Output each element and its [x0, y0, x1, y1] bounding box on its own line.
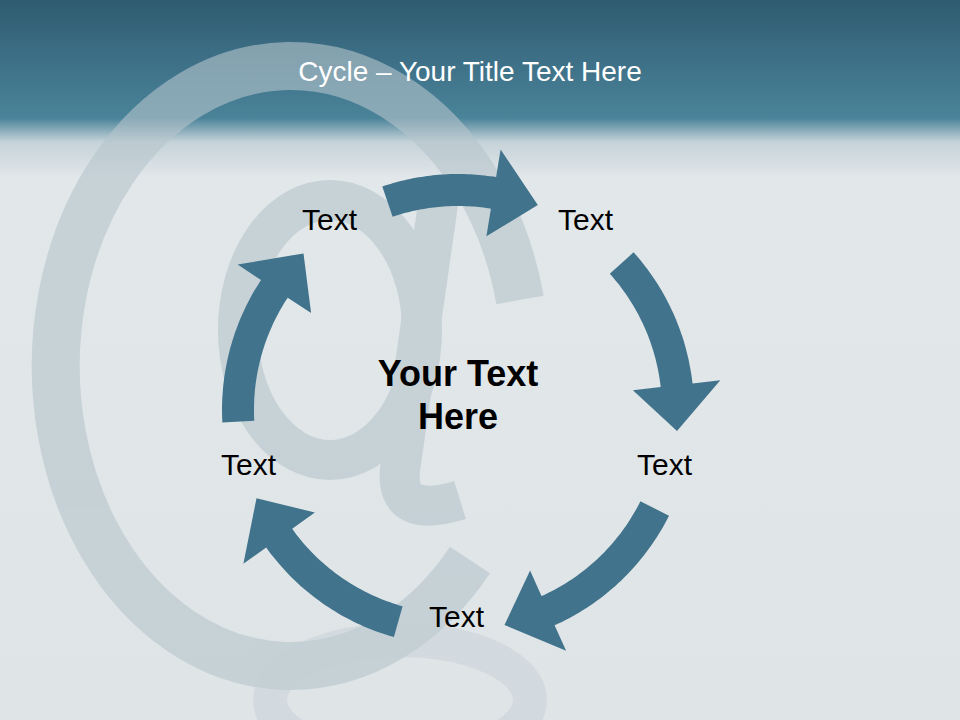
cycle-step: Text [215, 446, 282, 484]
step-text: Text [637, 448, 692, 482]
at-reflection [270, 640, 530, 720]
cycle-step: Text [423, 598, 490, 636]
cycle-step: Text [552, 201, 619, 239]
cycle-step: Text [631, 446, 698, 484]
reflection-ring [270, 640, 530, 720]
step-text: Text [302, 203, 357, 237]
cycle-arrow [382, 150, 538, 237]
step-text: Text [429, 600, 484, 634]
center-label: Your Text Here [343, 352, 573, 438]
cycle-arrow [243, 498, 402, 637]
cycle-step: Text [296, 201, 363, 239]
at-stem [400, 190, 460, 506]
cycle-arrow [610, 252, 721, 431]
step-text: Text [558, 203, 613, 237]
slide-title: Cycle – Your Title Text Here [0, 56, 940, 88]
cycle-arrow [222, 253, 311, 422]
step-text: Text [221, 448, 276, 482]
cycle-arrow [505, 501, 670, 651]
